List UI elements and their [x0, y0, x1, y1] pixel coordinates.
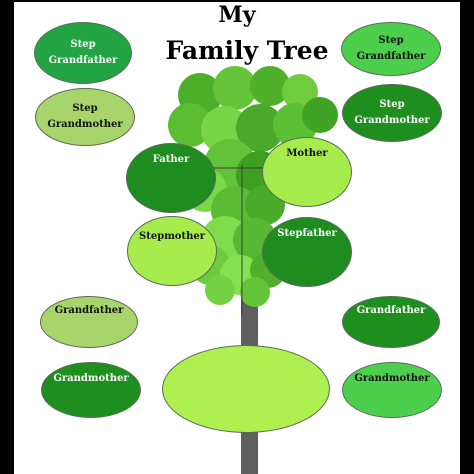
mother-label: Mother: [286, 148, 328, 159]
stepfather-oval[interactable]: Stepfather: [262, 217, 352, 287]
stepmother-oval[interactable]: Stepmother: [127, 216, 217, 286]
grandfather-right-oval[interactable]: Grandfather: [342, 296, 440, 348]
grandmother-right-oval[interactable]: Grandmother: [342, 362, 442, 418]
tree-foliage: [168, 66, 338, 307]
step-grandmother-right-line1: Step: [379, 99, 405, 110]
step-grandmother-left-line1: Step: [72, 103, 98, 114]
step-grandfather-left-line2: Grandfather: [48, 55, 118, 66]
step-grandfather-right-line2: Grandfather: [356, 51, 426, 62]
step-grandmother-right-oval[interactable]: Step Grandmother: [342, 84, 442, 142]
step-grandfather-left-oval[interactable]: Step Grandfather: [34, 22, 132, 84]
title-family-tree: Family Tree: [165, 36, 329, 65]
father-label: Father: [152, 154, 190, 165]
grandfather-left-label: Grandfather: [54, 305, 124, 316]
me-oval[interactable]: [162, 345, 330, 433]
step-grandfather-right-oval[interactable]: Step Grandfather: [341, 22, 441, 76]
grandmother-left-oval[interactable]: Grandmother: [41, 362, 141, 418]
tree-branches: [210, 165, 270, 315]
step-grandmother-left-line2: Grandmother: [47, 119, 123, 130]
step-grandmother-right-line2: Grandmother: [354, 115, 430, 126]
stepmother-label: Stepmother: [139, 231, 205, 242]
step-grandfather-right-line1: Step: [378, 35, 404, 46]
title-my: My: [218, 2, 256, 28]
father-oval[interactable]: Father: [126, 143, 216, 213]
step-grandmother-left-oval[interactable]: Step Grandmother: [35, 88, 135, 146]
step-grandfather-left-line1: Step: [70, 39, 96, 50]
grandmother-right-label: Grandmother: [354, 373, 430, 384]
grandfather-right-label: Grandfather: [356, 305, 426, 316]
grandfather-left-oval[interactable]: Grandfather: [40, 296, 138, 348]
grandmother-left-label: Grandmother: [53, 373, 129, 384]
mother-oval[interactable]: Mother: [262, 137, 352, 207]
stepfather-label: Stepfather: [277, 228, 337, 239]
